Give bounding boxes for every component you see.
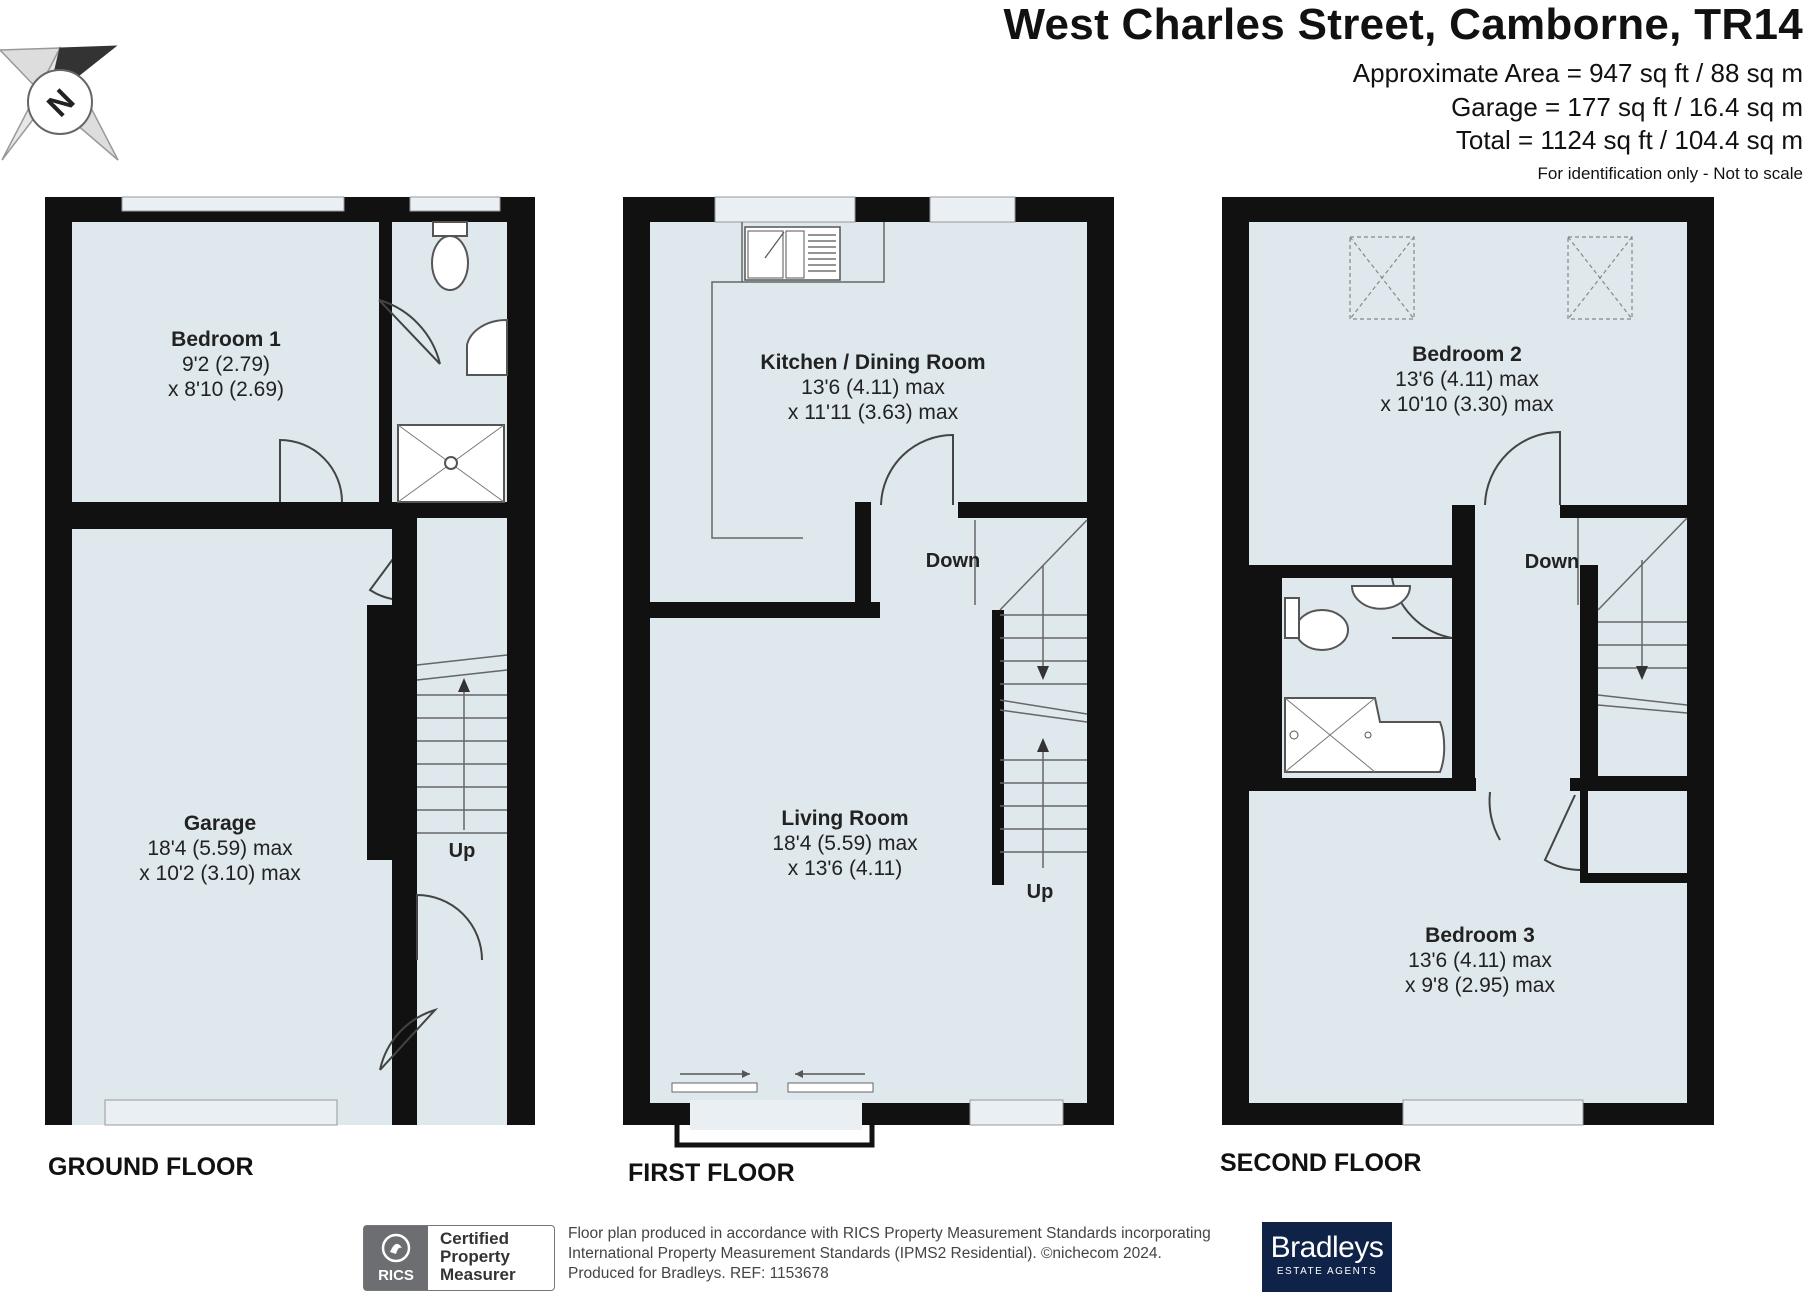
- room-dimension: 9'2 (2.79): [182, 353, 270, 376]
- first-floor-label: FIRST FLOOR: [628, 1159, 795, 1187]
- room-dimension: x 13'6 (4.11): [788, 857, 903, 880]
- approximate-area: Approximate Area = 947 sq ft / 88 sq m: [1352, 58, 1803, 88]
- rics-certified-badge: RICS Certified Property Measurer: [363, 1225, 555, 1291]
- first-floor-plan: Down Up Kitchen / Dining Room 13'6 (4.11…: [623, 196, 1114, 1148]
- room-name: Kitchen / Dining Room: [760, 351, 985, 374]
- footer-line: International Property Measurement Stand…: [568, 1245, 1162, 1262]
- ground-floor-plan: Up Bedroom 1 9'2 (2.79) x 8'10 (2.69) Ga…: [45, 196, 535, 1126]
- footer-line: Floor plan produced in accordance with R…: [568, 1225, 1211, 1242]
- floor-plans: N Up: [0, 45, 1714, 1148]
- disclaimer: For identification only - Not to scale: [1537, 164, 1803, 183]
- room-dimension: 18'4 (5.59) max: [772, 832, 918, 855]
- first-stair-down-label: Down: [926, 550, 980, 572]
- agent-name: Bradleys: [1270, 1231, 1384, 1264]
- rics-logo: RICS: [364, 1226, 428, 1290]
- rics-certified-text: Certified Property Measurer: [440, 1229, 516, 1284]
- plan-title: West Charles Street, Camborne, TR14: [1003, 0, 1803, 49]
- room-dimension: x 10'2 (3.10) max: [139, 862, 301, 885]
- room-dimension: x 11'11 (3.63) max: [788, 401, 959, 424]
- room-name: Bedroom 3: [1425, 924, 1535, 947]
- room-dimension: 18'4 (5.59) max: [147, 837, 293, 860]
- room-dimension: 13'6 (4.11) max: [1395, 368, 1539, 391]
- second-floor-label: SECOND FLOOR: [1220, 1149, 1422, 1177]
- footer-line: Produced for Bradleys. REF: 1153678: [568, 1265, 829, 1282]
- agent-tagline: ESTATE AGENTS: [1276, 1266, 1378, 1277]
- ground-stair-up-label: Up: [449, 840, 476, 862]
- room-name: Bedroom 1: [171, 328, 281, 351]
- second-floor-plan: Down Bedroom 2 13'6 (4.11) max x 10'10 (…: [1222, 197, 1714, 1126]
- second-stair-down-label: Down: [1525, 551, 1579, 573]
- room-name: Living Room: [781, 807, 908, 830]
- garage-area: Garage = 177 sq ft / 16.4 sq m: [1451, 92, 1803, 122]
- footer-credits: Floor plan produced in accordance with R…: [568, 1224, 1211, 1284]
- room-dimension: x 9'8 (2.95) max: [1405, 974, 1555, 997]
- room-dimension: 13'6 (4.11) max: [1408, 949, 1552, 972]
- room-name: Garage: [184, 812, 256, 835]
- rics-lion-icon: [381, 1233, 411, 1263]
- room-dimension: x 8'10 (2.69): [168, 378, 284, 401]
- room-dimension: x 10'10 (3.30) max: [1380, 393, 1554, 416]
- first-stair-up-label: Up: [1027, 881, 1054, 903]
- total-area: Total = 1124 sq ft / 104.4 sq m: [1455, 125, 1803, 155]
- room-dimension: 13'6 (4.11) max: [801, 376, 945, 399]
- compass-icon: N: [0, 45, 119, 161]
- agent-logo: Bradleys ESTATE AGENTS: [1262, 1222, 1392, 1292]
- ground-floor-label: GROUND FLOOR: [48, 1153, 254, 1181]
- room-name: Bedroom 2: [1412, 343, 1522, 366]
